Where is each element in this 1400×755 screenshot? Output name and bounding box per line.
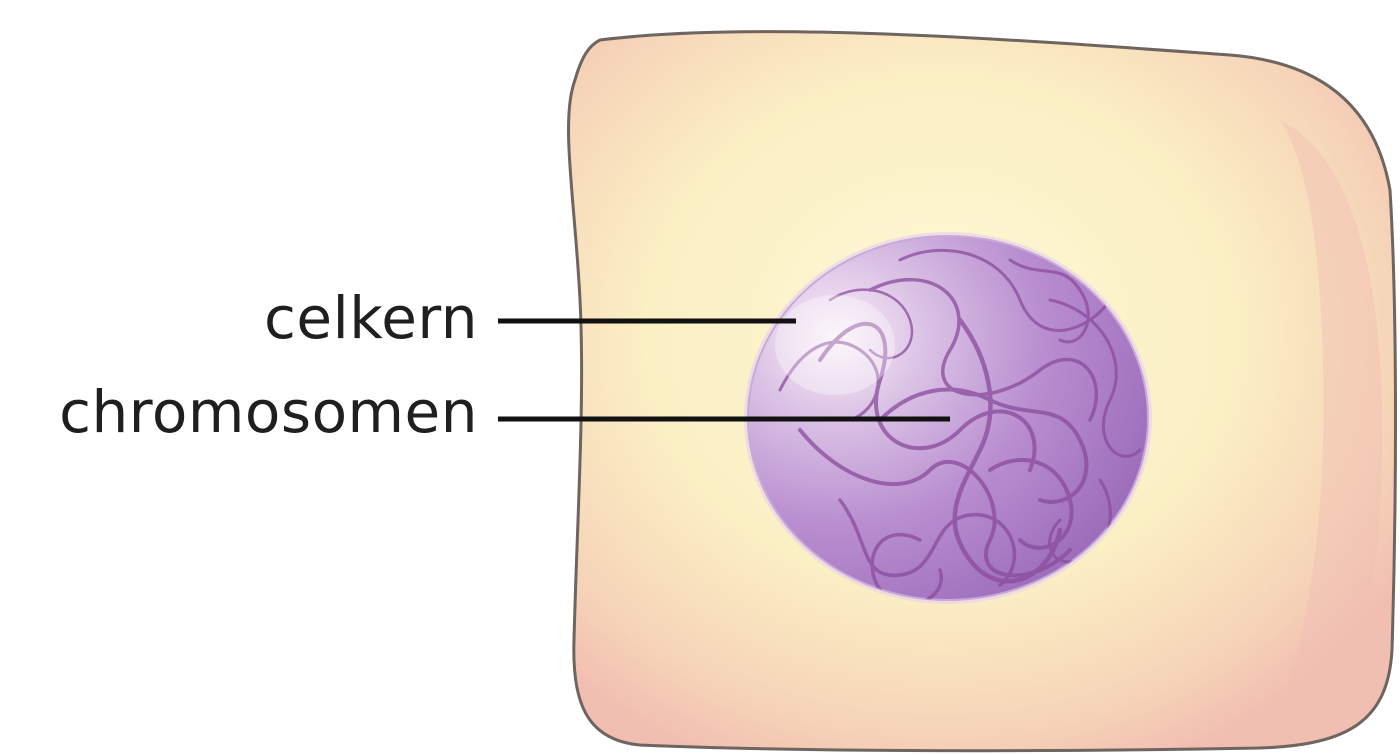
label-chromosomen: chromosomen [59,378,478,446]
label-celkern: celkern [264,284,478,352]
